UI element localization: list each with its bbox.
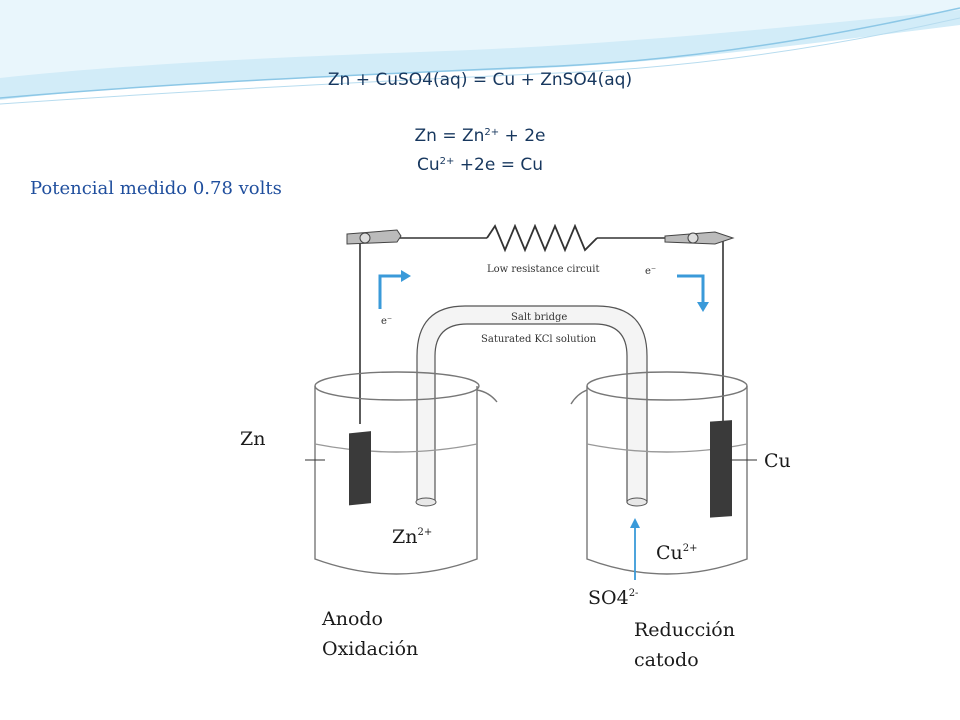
right-electron-arrow	[677, 274, 709, 312]
electron-label-right: e⁻	[645, 266, 656, 277]
overall-reaction: Zn + CuSO4(aq) = Cu + ZnSO4(aq)	[327, 70, 633, 90]
measured-potential: Potencial medido 0.78 volts	[30, 178, 282, 199]
cu-label: Cu	[764, 450, 791, 472]
anode-label-line1: Anodo	[322, 608, 383, 630]
galvanic-cell-diagram: Low resistance circuit e⁻ e⁻ Salt bridge…	[305, 224, 760, 589]
cathode-label-line2: catodo	[634, 649, 699, 671]
sulfate-label: SO42-	[588, 587, 639, 609]
salt-bridge-label: Salt bridge	[511, 312, 567, 323]
left-beaker	[314, 371, 498, 575]
reduction-half-reaction: Cu2+ +2e = Cu	[416, 155, 544, 175]
cu-ion-label: Cu2+	[656, 542, 698, 564]
salt-bridge	[416, 305, 648, 503]
zn-label: Zn	[240, 428, 266, 450]
cathode-label-line1: Reducción	[634, 619, 735, 641]
kcl-solution-label: Saturated KCl solution	[481, 334, 597, 345]
anode-label: Anodo Oxidación	[322, 604, 418, 664]
right-clip	[664, 231, 735, 245]
copper-electrode	[710, 420, 732, 518]
electron-label-left: e⁻	[381, 316, 392, 327]
sulfate-arrow	[630, 518, 640, 580]
cathode-label: Reducción catodo	[634, 615, 735, 675]
zn-ion-label: Zn2+	[392, 526, 433, 548]
zinc-electrode	[349, 431, 371, 506]
left-clip	[346, 229, 402, 245]
oxidation-half-reaction: Zn = Zn2+ + 2e	[414, 126, 546, 146]
resistor-symbol	[486, 224, 598, 253]
header-wave-decoration	[0, 0, 960, 105]
circuit-label: Low resistance circuit	[487, 264, 600, 275]
left-electron-arrow	[378, 270, 411, 309]
anode-label-line2: Oxidación	[322, 638, 419, 660]
